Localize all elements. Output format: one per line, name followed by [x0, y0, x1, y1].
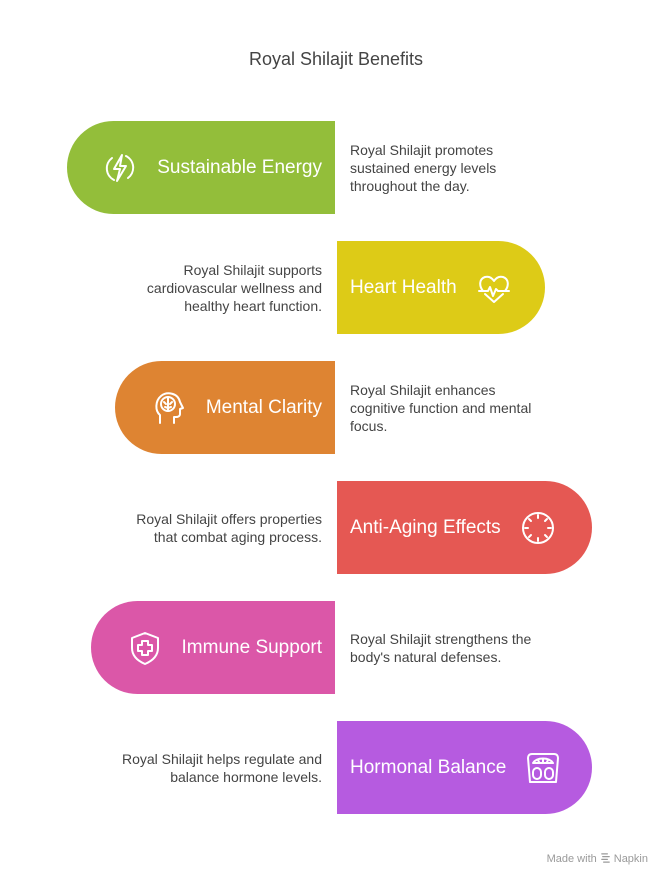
napkin-logo-icon [600, 852, 611, 866]
napkin-watermark[interactable]: Made with Napkin [547, 852, 648, 866]
benefit-label: Sustainable Energy [157, 156, 322, 178]
benefit-label: Hormonal Balance [350, 756, 507, 778]
description-line: sustained energy levels [350, 160, 497, 176]
benefit-description: Royal Shilajit promotes sustained energy… [350, 141, 496, 195]
benefit-pill-mental-clarity: Mental Clarity [115, 361, 335, 454]
benefit-label: Anti-Aging Effects [350, 516, 501, 538]
description-line: Royal Shilajit offers properties [136, 511, 322, 527]
description-line: Royal Shilajit enhances [350, 382, 496, 398]
description-line: balance hormone levels. [170, 769, 322, 785]
lightning-icon [101, 149, 139, 187]
benefit-pill-hormonal-balance: Hormonal Balance [337, 721, 592, 814]
benefit-description: Royal Shilajit supports cardiovascular w… [147, 261, 322, 315]
benefit-description: Royal Shilajit enhances cognitive functi… [350, 381, 531, 435]
benefit-label: Immune Support [181, 636, 322, 658]
benefit-pill-immune-support: Immune Support [91, 601, 335, 694]
benefit-label: Heart Health [350, 276, 457, 298]
benefit-pill-heart-health: Heart Health [337, 241, 545, 334]
made-with-text: Made with [546, 853, 597, 865]
napkin-brand-text: Napkin [613, 853, 648, 865]
description-line: that combat aging process. [153, 529, 322, 545]
description-line: Royal Shilajit promotes [350, 142, 494, 158]
description-line: cardiovascular wellness and [146, 280, 322, 296]
benefit-description: Royal Shilajit strengthens the body's na… [350, 630, 531, 666]
description-line: body's natural defenses. [350, 649, 502, 665]
description-line: cognitive function and mental [350, 400, 532, 416]
benefit-description: Royal Shilajit offers properties that co… [136, 510, 322, 546]
heartbeat-icon [475, 269, 513, 307]
benefit-pill-sustainable-energy: Sustainable Energy [67, 121, 335, 214]
shield-cross-icon [126, 629, 164, 667]
description-line: Royal Shilajit supports [183, 262, 322, 278]
diagram-title: Royal Shilajit Benefits [248, 49, 424, 69]
description-line: healthy heart function. [184, 298, 322, 314]
clock-dial-icon [519, 509, 557, 547]
description-line: throughout the day. [350, 178, 470, 194]
benefit-pill-anti-aging: Anti-Aging Effects [337, 481, 592, 574]
description-line: Royal Shilajit strengthens the [350, 631, 532, 647]
benefit-label: Mental Clarity [205, 396, 322, 418]
benefit-description: Royal Shilajit helps regulate and balanc… [122, 750, 322, 786]
description-line: focus. [350, 418, 388, 434]
head-brain-icon [150, 389, 188, 427]
description-line: Royal Shilajit helps regulate and [121, 751, 322, 767]
scale-icon [524, 749, 562, 787]
